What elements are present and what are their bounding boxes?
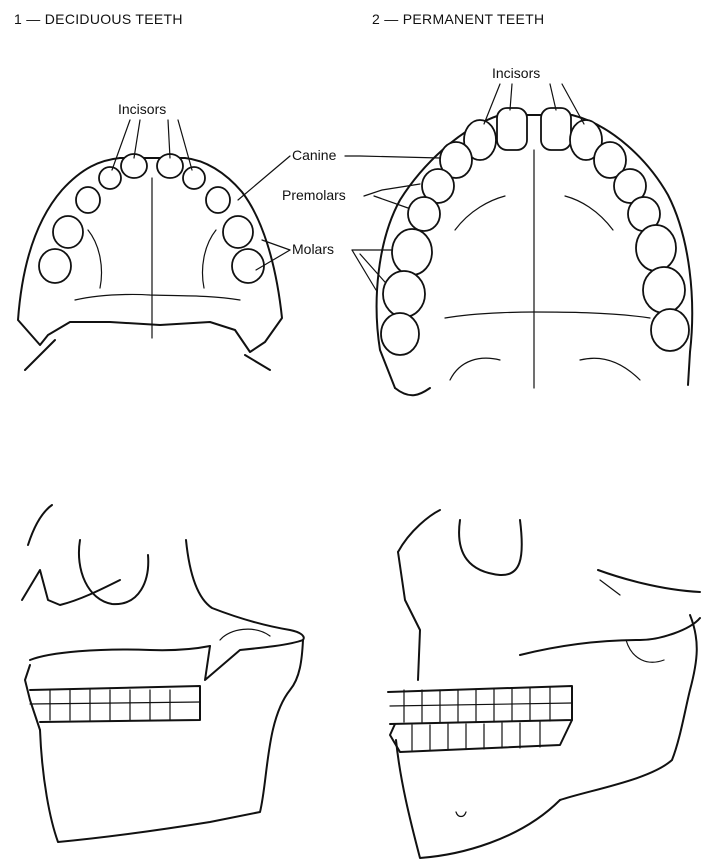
label-canine: Canine	[292, 147, 337, 163]
label-molars: Molars	[292, 241, 334, 257]
label-incisors-permanent: Incisors	[492, 65, 540, 81]
permanent-upper-arch	[377, 108, 693, 395]
label-incisors-deciduous: Incisors	[118, 101, 166, 117]
caption-permanent: 2 — PERMANENT TEETH	[372, 11, 544, 27]
caption-deciduous: 1 — DECIDUOUS TEETH	[14, 11, 183, 27]
label-premolars: Premolars	[282, 187, 346, 203]
permanent-skull-side-view	[388, 510, 700, 858]
deciduous-skull-side-view	[22, 505, 304, 842]
deciduous-upper-arch	[18, 154, 282, 370]
